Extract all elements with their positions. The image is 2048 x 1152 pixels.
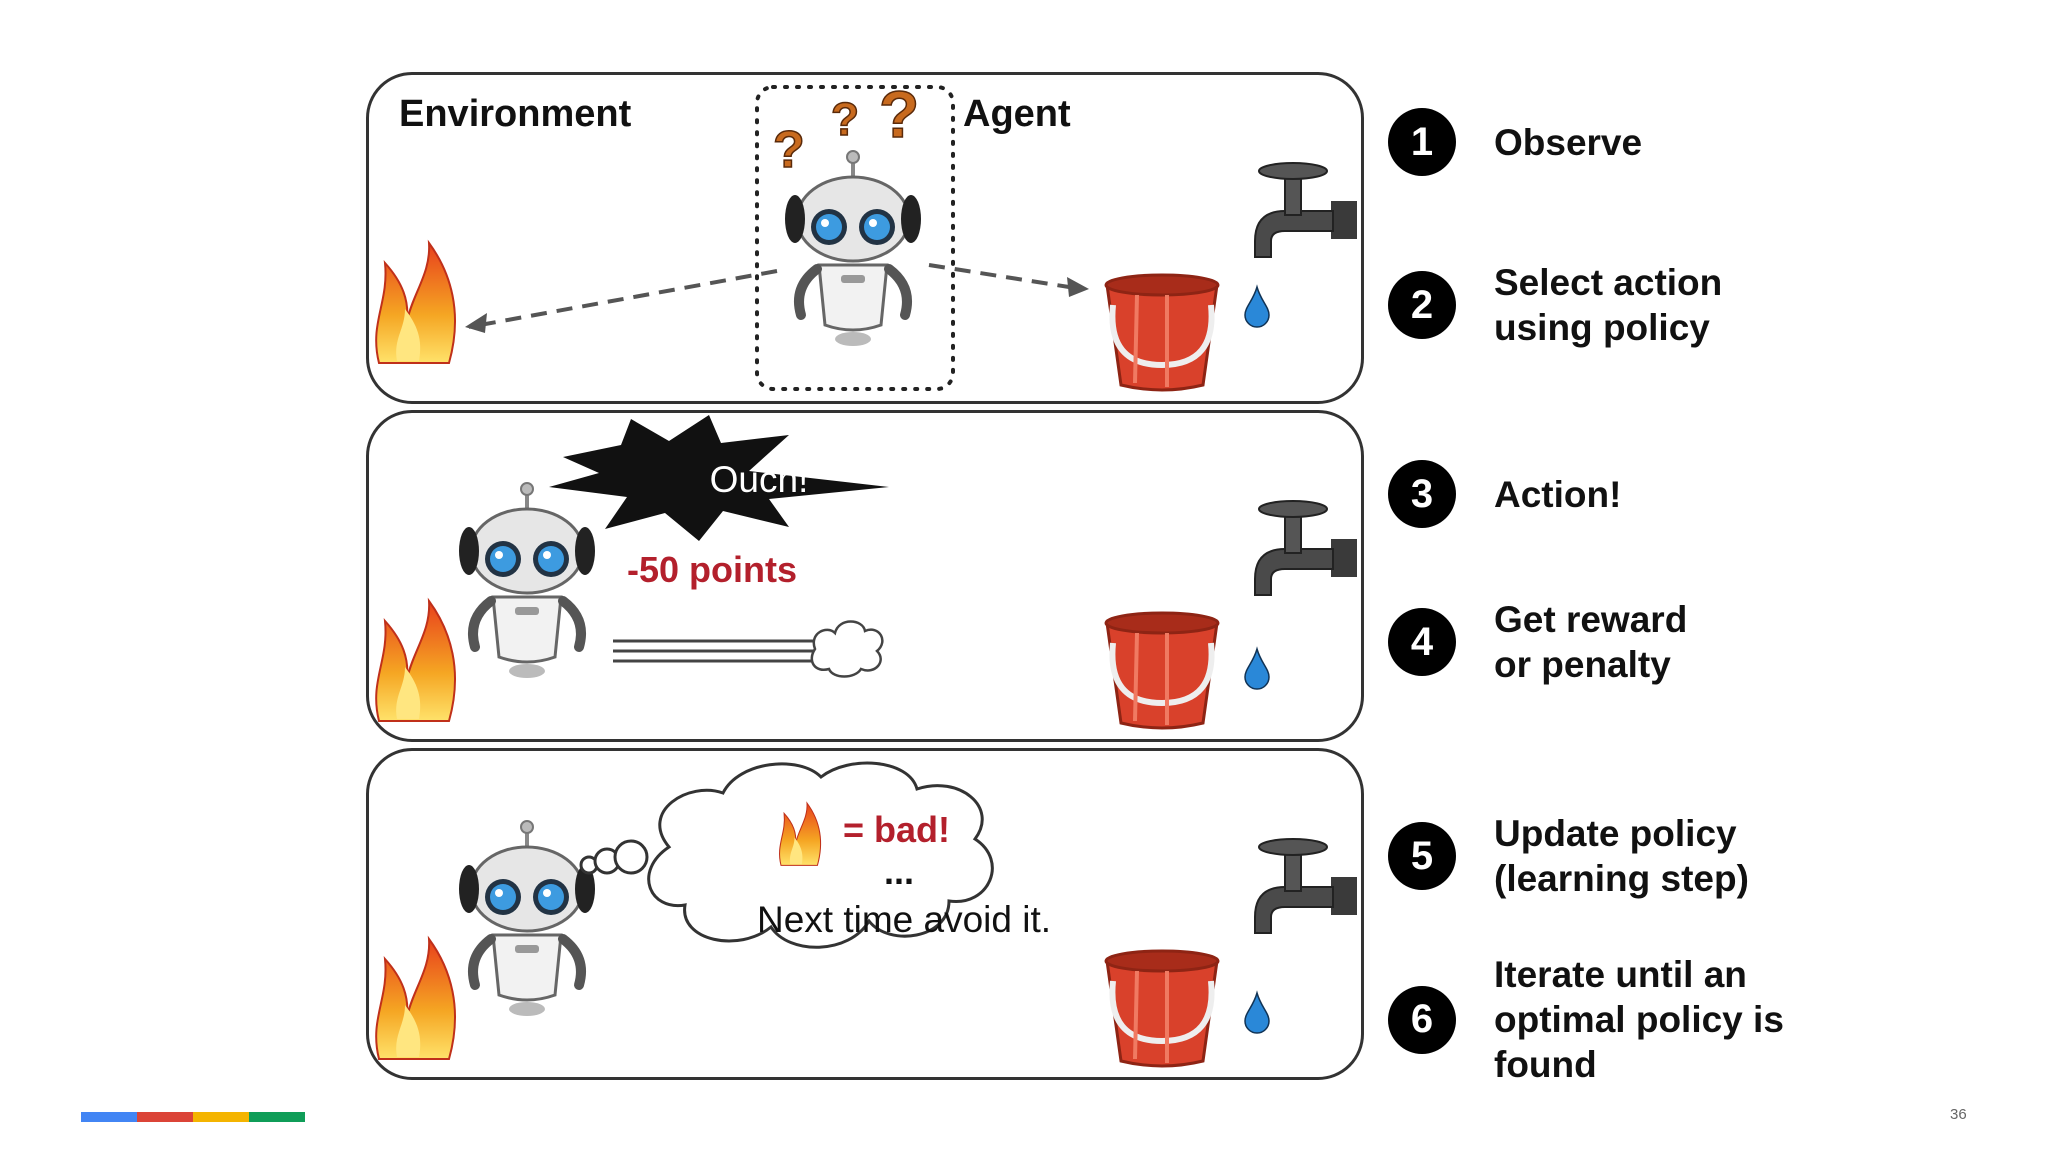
step-label: Action!: [1494, 473, 1622, 515]
penalty-text: -50 points: [627, 549, 798, 590]
agent-boundary: [755, 85, 955, 391]
water-drop-icon: [1244, 648, 1270, 690]
ouch-text: Ouch!: [709, 459, 809, 500]
step-observe: 1 Observe: [1388, 108, 1814, 176]
svg-text:?: ?: [773, 121, 805, 179]
step-number-badge: 1: [1388, 108, 1456, 176]
step-number-badge: 3: [1388, 460, 1456, 528]
thought-bad-text: = bad!: [843, 809, 951, 850]
step-number-badge: 4: [1388, 608, 1456, 676]
scene-action: [375, 415, 1358, 739]
motion-lines: [613, 639, 817, 663]
fire-icon: [375, 242, 457, 364]
brand-bar-red: [137, 1112, 193, 1122]
water-drop-icon: [1244, 286, 1270, 328]
robot-icon: [459, 483, 595, 678]
panel-observe: ? ? ? Environment Agent: [366, 72, 1364, 404]
arrow-to-bucket: [928, 263, 1070, 289]
svg-text:?: ?: [831, 93, 859, 145]
step-action: 3 Action!: [1388, 460, 1814, 528]
thought-avoid-text: Next time avoid it.: [756, 899, 1052, 940]
fire-icon: [375, 938, 457, 1060]
brand-bar-green: [249, 1112, 305, 1122]
svg-text:?: ?: [879, 77, 919, 151]
bucket-icon: [1106, 951, 1218, 1066]
agent-label: Agent: [963, 93, 1071, 135]
step-reward: 4 Get reward or penalty: [1388, 597, 1814, 687]
thought-ellipsis: ...: [884, 851, 915, 892]
bucket-icon: [1106, 613, 1218, 728]
question-mark-icon: ? ? ?: [772, 76, 920, 180]
robot-icon: [459, 821, 595, 1016]
step-number-badge: 5: [1388, 822, 1456, 890]
brand-bar-blue: [81, 1112, 137, 1122]
explosion-icon: [549, 415, 889, 541]
panel-learn: = bad! ... Next time avoid it.: [366, 748, 1364, 1080]
water-drop-icon: [1244, 992, 1270, 1034]
scene-observe: ? ? ?: [375, 76, 1358, 401]
fire-icon: [375, 600, 457, 722]
scene-learn: [375, 761, 1358, 1077]
bucket-icon: [1106, 275, 1218, 390]
thought-bubble-icon: [579, 761, 994, 949]
step-number-badge: 2: [1388, 271, 1456, 339]
faucet-icon: [1254, 838, 1358, 934]
step-label: Iterate until an optimal policy is found: [1494, 954, 1784, 1085]
faucet-icon: [1254, 162, 1358, 258]
environment-label: Environment: [399, 93, 632, 135]
step-label: Update policy (learning step): [1494, 813, 1749, 899]
brand-color-bar: [81, 1112, 305, 1122]
brand-bar-yellow: [193, 1112, 249, 1122]
arrow-to-fire: [468, 269, 778, 329]
page-number: 36: [1950, 1106, 1967, 1123]
step-number-badge: 6: [1388, 985, 1456, 1054]
step-iterate: 6 Iterate until an optimal policy is fou…: [1388, 952, 1824, 1087]
robot-icon: [785, 151, 921, 346]
dust-cloud-icon: [810, 620, 884, 678]
panel-action: Ouch! -50 points: [366, 410, 1364, 742]
step-label: Observe: [1494, 121, 1643, 163]
step-label: Get reward or penalty: [1494, 599, 1688, 685]
step-select-action: 2 Select action using policy: [1388, 260, 1814, 350]
faucet-icon: [1254, 500, 1358, 596]
step-label: Select action using policy: [1494, 262, 1723, 348]
step-update-policy: 5 Update policy (learning step): [1388, 811, 1814, 901]
